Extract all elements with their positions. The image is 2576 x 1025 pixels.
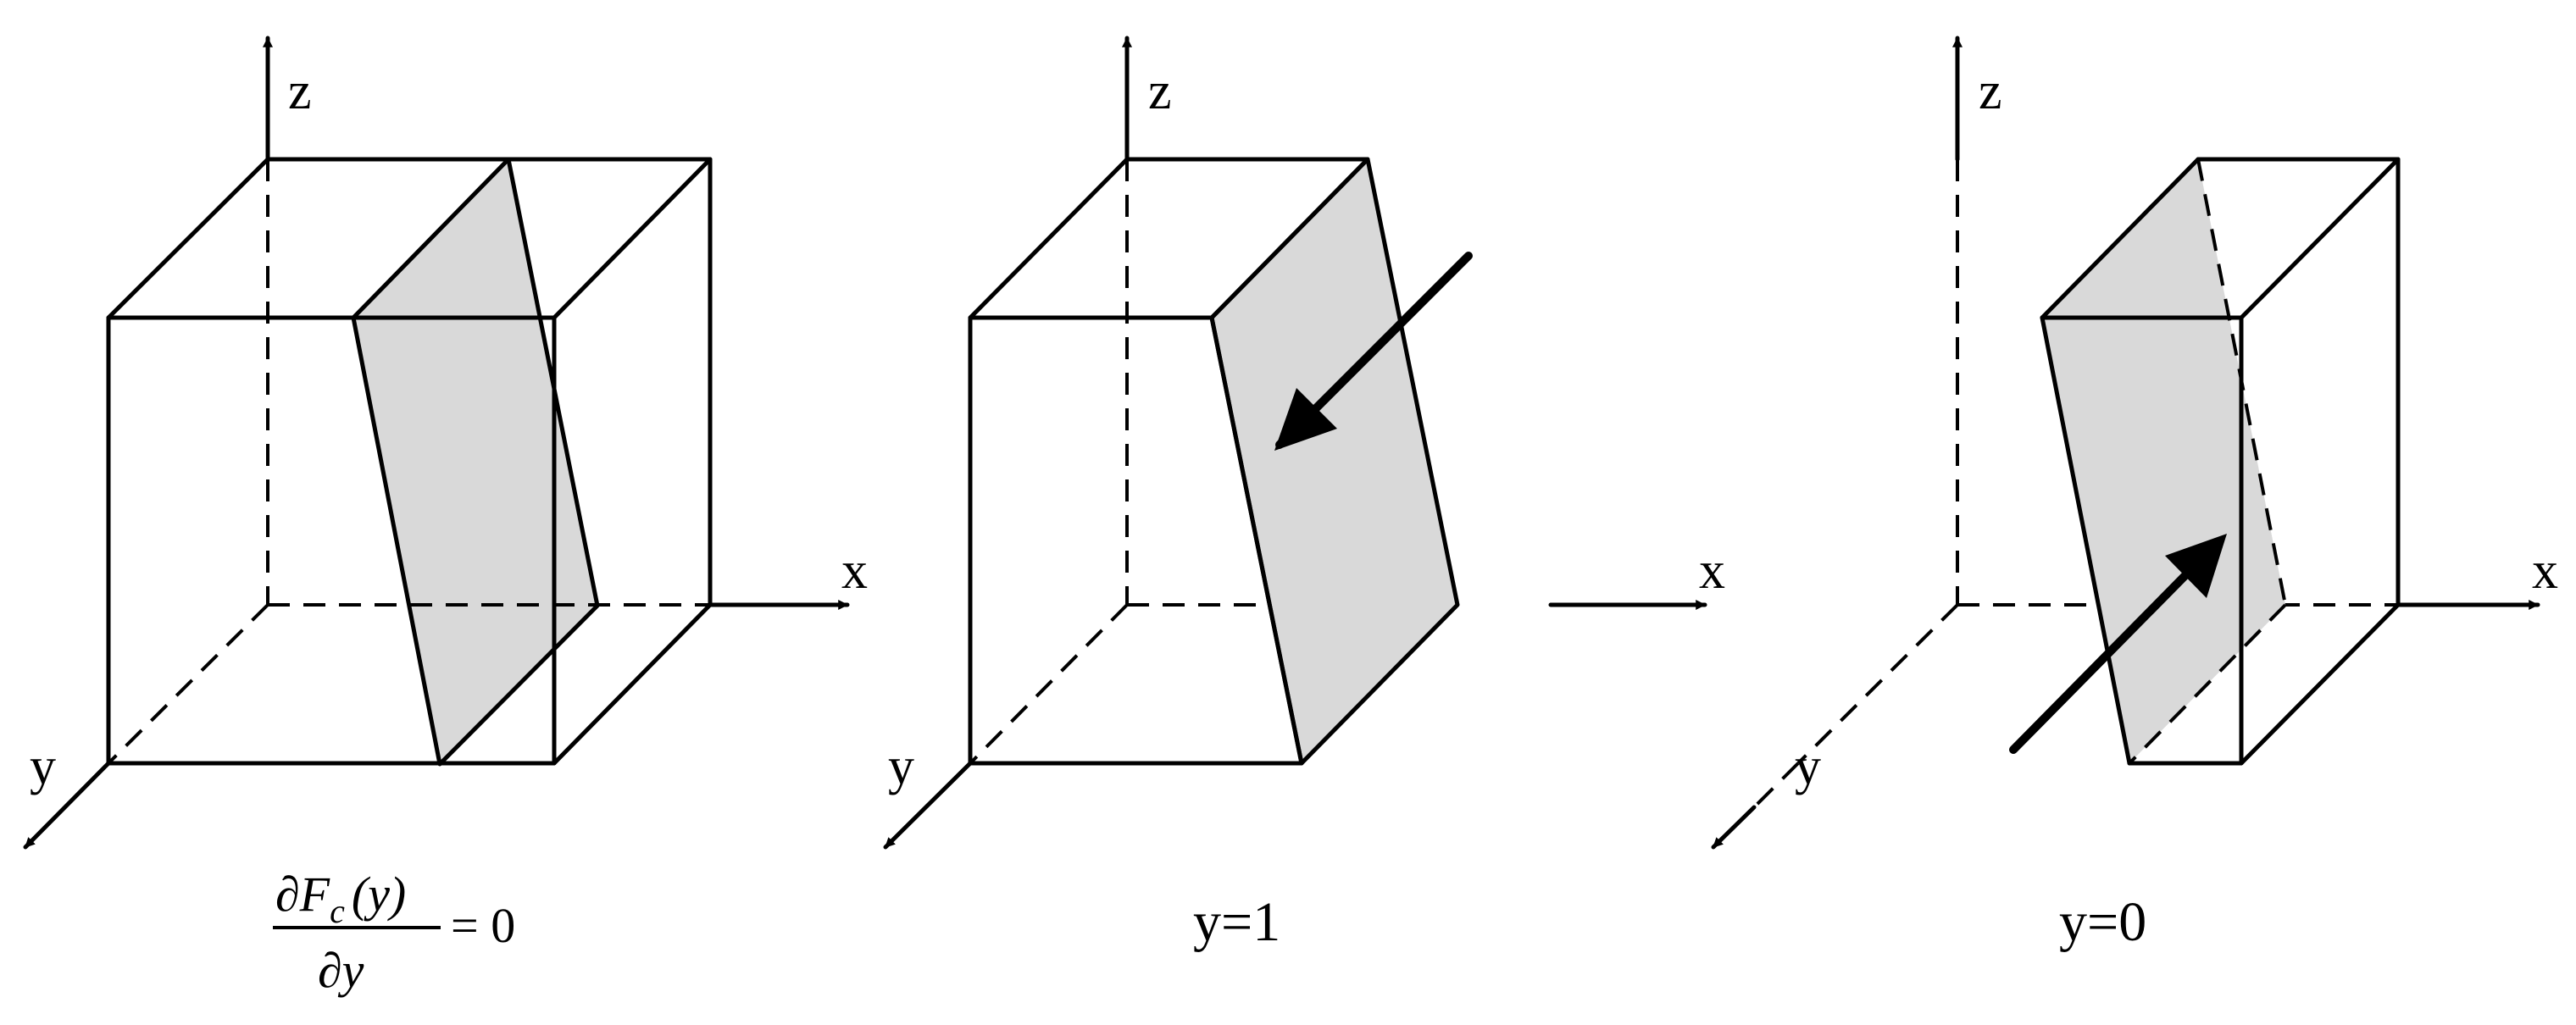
panel-3: z x y y=0: [1711, 36, 2558, 953]
panel-1-x-label: x: [841, 542, 868, 600]
panel-3-axes: z x y: [1711, 36, 2558, 850]
panel-1-caption-equals: = 0: [451, 898, 515, 953]
panel-1-plane-outline: [351, 157, 600, 767]
panel-1-y-axis: [23, 761, 111, 850]
panel-1-y-label: y: [30, 738, 56, 795]
panel-3-y-axis: [1711, 805, 1757, 850]
panel-1-z-label: z: [288, 63, 312, 120]
panel-3-caption: y=0: [2059, 891, 2146, 953]
panel-1-caption-denominator: ∂y: [318, 943, 364, 998]
panel-2-hidden-edges: [969, 159, 1457, 765]
panel-2-box: [968, 157, 1370, 766]
panel-2-force-arrowhead: [1274, 388, 1337, 451]
panel-1-plane: [353, 159, 597, 764]
panel-2-caption: y=1: [1193, 891, 1280, 953]
panel-2-y-label: y: [888, 738, 914, 795]
panel-1-caption-numerator: ∂Fc(y): [275, 867, 406, 930]
panel-3-force-arrow: [2009, 562, 2199, 754]
panel-2-plane: [1209, 157, 1460, 766]
panel-1-box: [106, 157, 713, 766]
panel-2: z x y y=1: [883, 36, 1725, 953]
panel-1-hidden-edges: [107, 159, 710, 765]
panel-3-z-label: z: [1979, 63, 2002, 120]
panel-3-y-axis-dashed: [1752, 762, 1800, 809]
panel-3-y-label: y: [1795, 738, 1821, 795]
panel-3-x-label: x: [2532, 542, 2558, 600]
panel-3-plane: [2042, 159, 2285, 763]
panel-1: z x y ∂Fc(y) ∂y = 0: [23, 36, 868, 998]
panel-2-z-label: z: [1148, 63, 1172, 120]
panel-2-x-label: x: [1699, 542, 1725, 600]
panel-2-axes: z x y: [883, 36, 1725, 850]
panel-1-caption: ∂Fc(y) ∂y = 0: [273, 867, 515, 998]
panel-1-axes: z x y: [23, 36, 868, 850]
panel-2-y-axis: [883, 761, 973, 850]
panel-3-force-arrowhead: [2165, 534, 2227, 598]
